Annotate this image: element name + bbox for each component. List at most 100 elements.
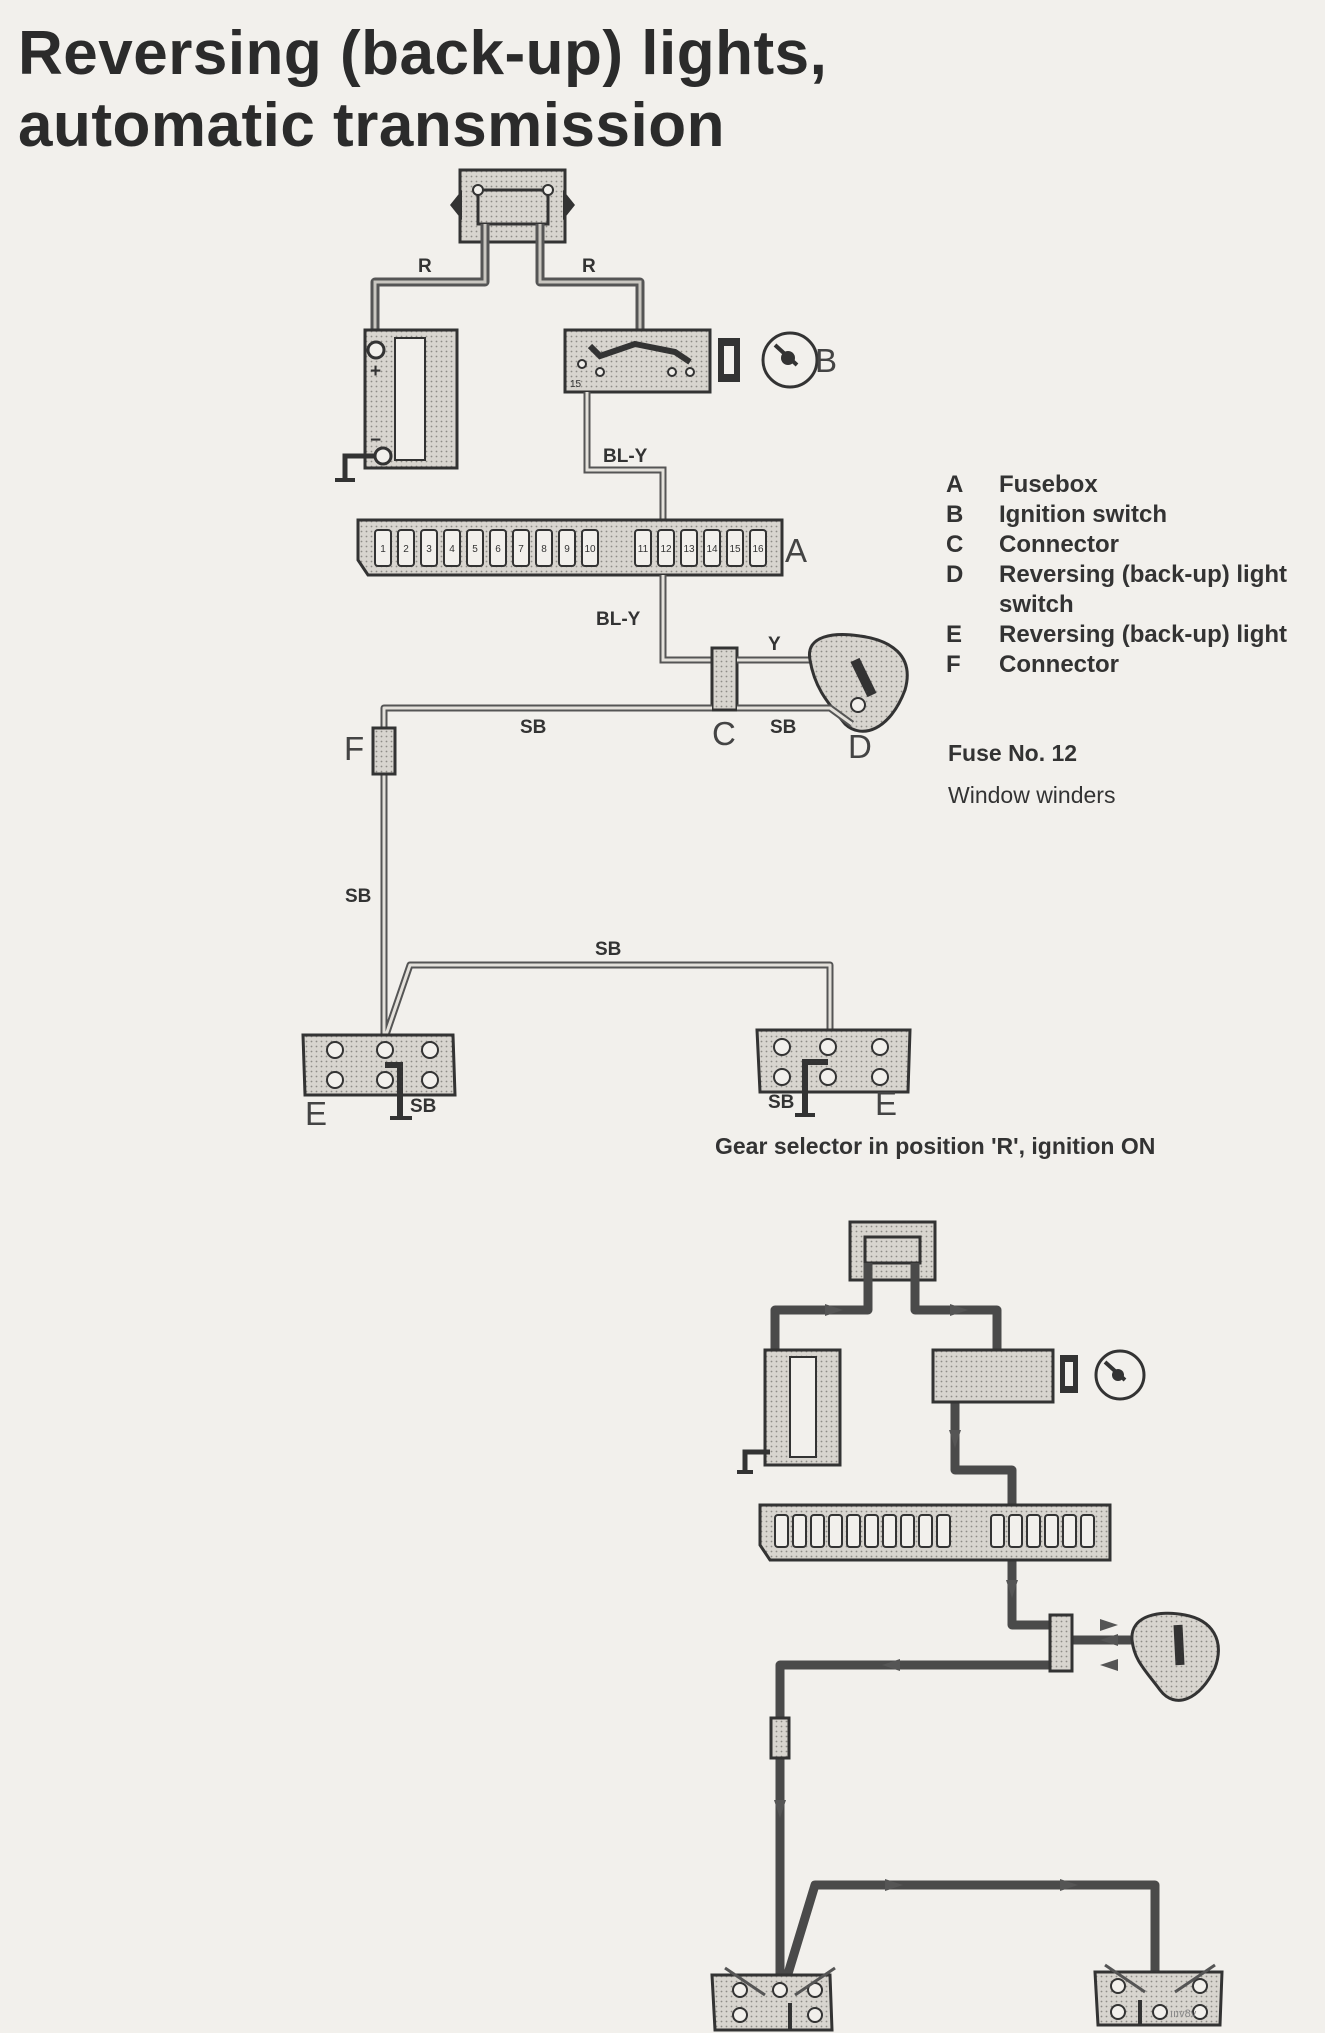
- wire-label-sb-left-ground: SB: [410, 1096, 436, 1117]
- legend-text: Reversing (back-up) light: [999, 621, 1288, 648]
- fuse-description: Window winders: [948, 782, 1116, 808]
- legend-key: C: [946, 531, 964, 558]
- fuse-cell: [397, 529, 415, 567]
- fuse-cell: [466, 529, 484, 567]
- wire-label-sb-1: SB: [520, 717, 546, 738]
- ignition-terminal-15: 15: [570, 379, 582, 390]
- fuse-cell: [1062, 1514, 1077, 1548]
- fuse-number-label: 9: [564, 544, 570, 555]
- corner-mark: ıııv8v: [1170, 2008, 1197, 2020]
- battery: [335, 328, 459, 482]
- title-line-2: automatic transmission: [18, 91, 725, 160]
- fuse-cell: [918, 1514, 933, 1548]
- fuse-cell: [810, 1514, 825, 1548]
- wire-label-sb-4: SB: [595, 939, 621, 960]
- wire-label-sb-3: SB: [345, 886, 371, 907]
- wire-label-bl-y: BL-Y: [596, 609, 641, 630]
- fuse-number: Fuse No. 12: [948, 740, 1078, 766]
- label-d: D: [848, 728, 872, 765]
- fuse-cell: [489, 529, 507, 567]
- fuse-cell: [749, 529, 767, 567]
- title-line-1: Reversing (back-up) lights,: [18, 19, 828, 88]
- wire-label-sb-right-ground: SB: [768, 1092, 794, 1113]
- ignition-switch-bottom: [931, 1348, 1146, 1404]
- reversing-light-switch: [808, 633, 909, 733]
- fuse-cell: [882, 1514, 897, 1548]
- fuse-number-label: 4: [449, 544, 455, 555]
- wire-bl-y: [659, 575, 712, 664]
- fuse-number-label: 2: [403, 544, 409, 555]
- fusebox-bottom-fuses: [774, 1514, 1095, 1548]
- bottom-diagram-caption: Gear selector in position 'R', ignition …: [715, 1133, 1156, 1159]
- legend-item: E Reversing (back-up) light: [946, 620, 1319, 650]
- battery-plus-label: +: [370, 361, 381, 382]
- fuse-number-label: 3: [426, 544, 432, 555]
- label-a: A: [785, 532, 807, 569]
- fuse-number-label: 12: [660, 544, 672, 555]
- fuse-cell: [726, 529, 744, 567]
- fuse-cell: [828, 1514, 843, 1548]
- reversing-light-left: [301, 1033, 457, 1120]
- legend-item: C Connector: [946, 530, 1319, 560]
- fuse-cell: [900, 1514, 915, 1548]
- wire-red-highlight: [373, 224, 642, 340]
- fuse-number-label: 5: [472, 544, 478, 555]
- legend-text: Connector: [999, 531, 1119, 558]
- fuse-number-label: 8: [541, 544, 547, 555]
- battery-bottom: [737, 1348, 842, 1474]
- ignition-switch: [563, 328, 819, 394]
- legend-item: F Connector: [946, 650, 1319, 680]
- legend-text: Reversing (back-up) light switch: [999, 561, 1288, 618]
- fuse-number-label: 13: [683, 544, 695, 555]
- fuse-cell: [774, 1514, 789, 1548]
- fuse-number-label: 14: [706, 544, 718, 555]
- reversing-light-switch-bottom: [1130, 1611, 1220, 1702]
- fuse-cell: [443, 529, 461, 567]
- label-e-left: E: [305, 1095, 327, 1132]
- legend-key: F: [946, 651, 961, 678]
- fuse-cell: [535, 529, 553, 567]
- fuse-cell: [846, 1514, 861, 1548]
- reversing-light-right-bottom: [1093, 1963, 1224, 2027]
- fuse-cell: [581, 529, 599, 567]
- fuse-number-label: 6: [495, 544, 501, 555]
- reversing-light-left-bottom: [710, 1966, 836, 2032]
- legend-text: Fusebox: [999, 471, 1098, 498]
- fuse-cell: [657, 529, 675, 567]
- connector-f-bottom: [769, 1716, 791, 1760]
- fuse-cell: [512, 529, 530, 567]
- wire-label-y: Y: [768, 634, 781, 655]
- legend-key: D: [946, 561, 964, 588]
- bottom-junction-block: [848, 1220, 937, 1282]
- fuse-cell: [864, 1514, 879, 1548]
- page-title: Reversing (back-up) lights, automatic tr…: [18, 18, 827, 162]
- fuse-cell: [374, 529, 392, 567]
- top-junction-block: [450, 168, 575, 244]
- fuse-number-label: 1: [380, 544, 386, 555]
- fuse-number-label: 16: [752, 544, 764, 555]
- fuse-cell: [420, 529, 438, 567]
- fuse-cell: [792, 1514, 807, 1548]
- legend-item: D Reversing (back-up) light switch: [946, 560, 1319, 620]
- reversing-light-right: [755, 1028, 912, 1117]
- wire-sb: [380, 704, 855, 1037]
- label-b: B: [815, 342, 837, 379]
- label-f: F: [344, 730, 364, 767]
- legend-key: E: [946, 621, 963, 648]
- legend-text: Ignition switch: [999, 501, 1167, 528]
- fuse-number-label: 7: [518, 544, 524, 555]
- wire-label-sb-2: SB: [770, 717, 796, 738]
- legend-text: Connector: [999, 651, 1119, 678]
- fuse-number-label: 10: [584, 544, 596, 555]
- label-c: C: [712, 715, 736, 752]
- fuse-cell: [990, 1514, 1005, 1548]
- fuse-cell: [680, 529, 698, 567]
- connector-f: [371, 726, 397, 776]
- connector-c: [710, 646, 739, 712]
- wire-label-r-right: R: [582, 256, 596, 277]
- fuse-cell: [558, 529, 576, 567]
